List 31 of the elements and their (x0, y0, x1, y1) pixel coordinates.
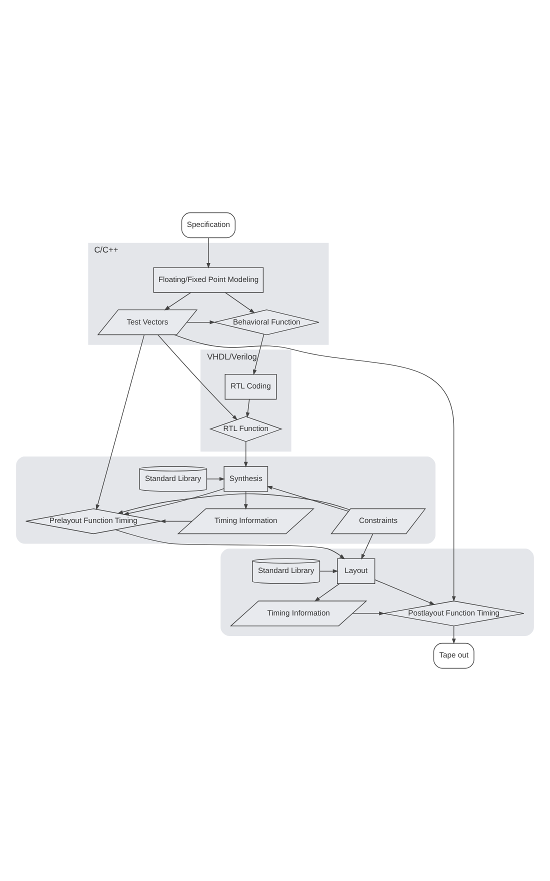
arrow (123, 488, 224, 516)
arrow (186, 320, 216, 324)
node-box: Floating/Fixed Point Modeling (153, 267, 264, 293)
arrow (96, 334, 144, 510)
arrow (160, 519, 192, 524)
arrow (252, 334, 264, 376)
arrow (352, 612, 385, 616)
arrow (266, 486, 349, 512)
arrow (224, 292, 255, 314)
arrow (374, 579, 436, 605)
node-box: Layout (337, 558, 376, 584)
node-box: RTL Coding (224, 374, 277, 400)
arrow (244, 441, 248, 468)
cluster (220, 548, 534, 636)
node-box: Specification (181, 212, 236, 238)
arrow (174, 334, 456, 602)
arrow (452, 626, 456, 644)
arrow (158, 334, 238, 420)
cluster (16, 456, 436, 544)
arrow (361, 534, 374, 560)
arrow (319, 569, 338, 574)
node-box: Synthesis (224, 466, 268, 492)
node-box: Tape out (433, 642, 474, 669)
arrow (115, 529, 345, 560)
arrow (164, 292, 192, 310)
arrow (314, 583, 340, 602)
arrow (246, 398, 250, 418)
arrow (206, 477, 226, 481)
arrow (206, 237, 210, 269)
arrow (244, 491, 248, 510)
arrow (117, 493, 350, 514)
